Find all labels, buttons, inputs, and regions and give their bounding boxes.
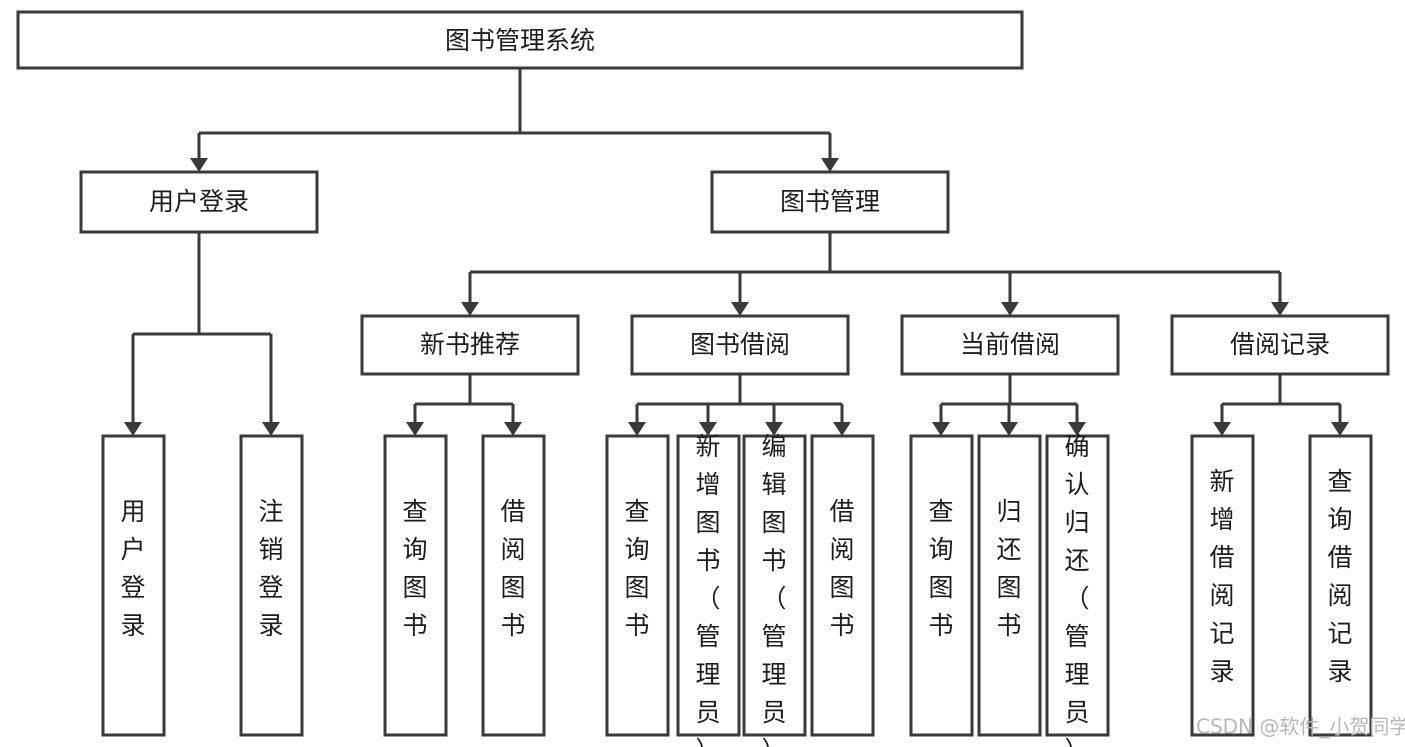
arrow-head-borrow-record bbox=[1271, 302, 1289, 316]
leaf-current-return-box[interactable] bbox=[977, 434, 1042, 737]
leaf-current-query-label: 查询图书 bbox=[928, 497, 953, 640]
leaf-node-borrow-borrow[interactable]: 借阅图书 bbox=[810, 434, 875, 737]
arrow-head-currentborrow-leaf-1 bbox=[932, 422, 950, 436]
leaf-current-query-box[interactable] bbox=[909, 434, 974, 737]
leaf-node-borrow-add[interactable]: 新增图书（管理员） bbox=[676, 432, 741, 747]
leaf-borrow-borrow-box[interactable] bbox=[810, 434, 875, 737]
node-book-borrow[interactable]: 图书借阅 bbox=[630, 314, 850, 376]
leaf-user-login-box[interactable] bbox=[101, 434, 166, 737]
leaf-borrow-borrow-label: 借阅图书 bbox=[829, 497, 854, 640]
node-book-management-label: 图书管理 bbox=[780, 187, 880, 216]
leaf-record-add-box[interactable] bbox=[1190, 434, 1255, 737]
leaf-node-record-add[interactable]: 新增借阅记录 bbox=[1190, 434, 1255, 737]
leaf-node-newbook-borrow[interactable]: 借阅图书 bbox=[481, 434, 546, 737]
arrow-head-currentborrow-leaf-2 bbox=[1000, 422, 1018, 436]
leaf-borrow-edit-label: 编辑图书（管理员） bbox=[761, 432, 786, 747]
node-current-borrow[interactable]: 当前借阅 bbox=[900, 314, 1120, 376]
leaf-record-add-label: 新增借阅记录 bbox=[1209, 467, 1234, 686]
node-user-login-label: 用户登录 bbox=[149, 187, 249, 216]
arrow-head-borrow-book bbox=[731, 302, 749, 316]
arrow-head-leaf-logout bbox=[262, 422, 280, 436]
arrow-head-new-book bbox=[461, 302, 479, 316]
leaf-node-current-return[interactable]: 归还图书 bbox=[977, 434, 1042, 737]
node-new-book-recommend[interactable]: 新书推荐 bbox=[360, 314, 580, 376]
node-book-management[interactable]: 图书管理 bbox=[710, 170, 950, 234]
leaf-newbook-query-box[interactable] bbox=[383, 434, 448, 737]
leaf-node-logout[interactable]: 注销登录 bbox=[239, 434, 304, 737]
arrow-head-user-login bbox=[190, 158, 208, 172]
node-user-login-box[interactable] bbox=[79, 170, 319, 234]
leaf-borrow-query-label: 查询图书 bbox=[624, 497, 649, 640]
leaf-node-user-login[interactable]: 用户登录 bbox=[101, 434, 166, 737]
leaf-logout-label: 注销登录 bbox=[258, 497, 283, 640]
arrow-head-current-borrow bbox=[1001, 302, 1019, 316]
leaf-logout-box[interactable] bbox=[239, 434, 304, 737]
leaf-node-newbook-query[interactable]: 查询图书 bbox=[383, 434, 448, 737]
node-book-borrow-label: 图书借阅 bbox=[690, 330, 790, 359]
leaf-record-query-label: 查询借阅记录 bbox=[1327, 467, 1352, 686]
leaf-borrow-query-box[interactable] bbox=[605, 434, 670, 737]
node-root-box[interactable] bbox=[16, 10, 1024, 70]
arrow-head-newbook-leaf-2 bbox=[504, 422, 522, 436]
node-current-borrow-box[interactable] bbox=[900, 314, 1120, 376]
arrow-head-borrowrecord-leaf-2 bbox=[1331, 422, 1349, 436]
leaf-record-query-box[interactable] bbox=[1308, 434, 1373, 737]
leaf-node-current-confirm[interactable]: 确认归还（管理员） bbox=[1045, 432, 1110, 747]
connector-layer bbox=[124, 68, 1349, 436]
leaf-current-confirm-box[interactable] bbox=[1045, 434, 1110, 737]
node-current-borrow-label: 当前借阅 bbox=[960, 330, 1060, 359]
leaf-node-borrow-query[interactable]: 查询图书 bbox=[605, 434, 670, 737]
node-book-borrow-box[interactable] bbox=[630, 314, 850, 376]
arrow-head-currentborrow-leaf-3 bbox=[1068, 422, 1086, 436]
node-borrow-record[interactable]: 借阅记录 bbox=[1170, 314, 1390, 376]
watermark-label: CSDN @软件_小贺同学 bbox=[1196, 715, 1405, 739]
arrow-head-borrowrecord-leaf-1 bbox=[1213, 422, 1231, 436]
arrow-head-borrowbook-leaf-4 bbox=[833, 422, 851, 436]
node-user-login[interactable]: 用户登录 bbox=[79, 170, 319, 234]
leaf-current-return-label: 归还图书 bbox=[996, 497, 1021, 640]
arrow-head-book-mgmt bbox=[821, 158, 839, 172]
arrow-head-leaf-user-login bbox=[124, 422, 142, 436]
leaf-newbook-borrow-label: 借阅图书 bbox=[500, 497, 525, 640]
node-root-label: 图书管理系统 bbox=[445, 26, 595, 55]
node-borrow-record-label: 借阅记录 bbox=[1230, 330, 1330, 359]
leaf-user-login-label: 用户登录 bbox=[120, 497, 145, 640]
arrow-head-borrowbook-leaf-3 bbox=[765, 422, 783, 436]
node-new-book-recommend-label: 新书推荐 bbox=[420, 330, 520, 359]
arrow-head-borrowbook-leaf-1 bbox=[628, 422, 646, 436]
leaf-borrow-add-box[interactable] bbox=[676, 434, 741, 737]
leaf-newbook-borrow-box[interactable] bbox=[481, 434, 546, 737]
leaf-current-confirm-label: 确认归还（管理员） bbox=[1064, 432, 1089, 747]
leaf-node-current-query[interactable]: 查询图书 bbox=[909, 434, 974, 737]
leaf-borrow-edit-box[interactable] bbox=[742, 434, 807, 737]
arrow-head-borrowbook-leaf-2 bbox=[699, 422, 717, 436]
leaf-newbook-query-label: 查询图书 bbox=[402, 497, 427, 640]
arrow-head-newbook-leaf-1 bbox=[406, 422, 424, 436]
node-book-management-box[interactable] bbox=[710, 170, 950, 234]
node-root[interactable]: 图书管理系统 bbox=[16, 10, 1024, 70]
node-borrow-record-box[interactable] bbox=[1170, 314, 1390, 376]
node-new-book-recommend-box[interactable] bbox=[360, 314, 580, 376]
leaf-node-borrow-edit[interactable]: 编辑图书（管理员） bbox=[742, 432, 807, 747]
leaf-borrow-add-label: 新增图书（管理员） bbox=[695, 432, 720, 747]
leaf-node-record-query[interactable]: 查询借阅记录 bbox=[1308, 434, 1373, 737]
